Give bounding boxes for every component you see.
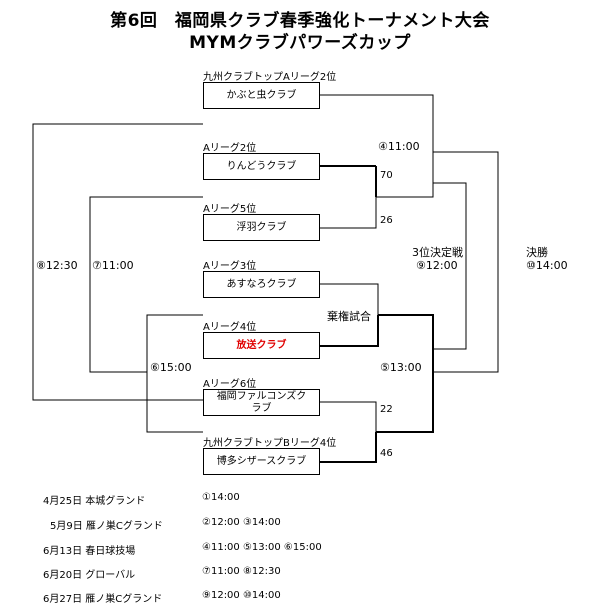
bracket-line-ukiha (320, 197, 377, 229)
bracket-line-falcons (320, 401, 377, 432)
team-box-falcons: 福岡ファルコンズクラブ (203, 389, 320, 416)
team-box-rindou: りんどうクラブ (203, 153, 320, 180)
schedule-times: ⑦11:00 ⑧12:30 (202, 566, 281, 577)
team-name: かぶと虫クラブ (226, 89, 297, 101)
team-name: あすなろクラブ (226, 278, 297, 290)
score-hakata: 46 (380, 448, 393, 459)
match-label-7: ⑦11:00 (92, 259, 134, 272)
bracket-line-match4 (376, 152, 434, 198)
team-name: 浮羽クラブ (236, 221, 287, 233)
bracket-line-final-upper (433, 151, 499, 293)
team-box-ukiha: 浮羽クラブ (203, 214, 320, 241)
schedule-date: 6月20日 グローバル (43, 570, 136, 581)
schedule-times: ⑨12:00 ⑩14:00 (202, 590, 281, 601)
tournament-title: 第6回 福岡県クラブ春季強化トーナメント大会 (110, 11, 490, 31)
team-box-housou: 放送クラブ (203, 332, 320, 359)
schedule-date: 6月27日 雁ノ巣Cグランド (43, 594, 163, 605)
bracket-line-match-housou-win (378, 314, 434, 372)
bracket-line-housou (320, 315, 379, 347)
bracket-line-third-lower (433, 293, 467, 350)
bracket-line-match7 (89, 196, 203, 373)
bracket-line-third-upper (433, 182, 467, 293)
seed-label: Aリーグ3位 (203, 261, 257, 272)
schedule-times: ②12:00 ③14:00 (202, 517, 281, 528)
seed-label: Aリーグ4位 (203, 322, 257, 333)
seed-label: Aリーグ5位 (203, 204, 257, 215)
schedule-date: 4月25日 本城グランド (43, 496, 146, 507)
schedule-times: ①14:00 (202, 492, 240, 503)
team-name: 放送クラブ (236, 339, 287, 351)
bracket-line-hakata (320, 432, 377, 463)
score-falcons: 22 (380, 404, 393, 415)
score-ukiha: 26 (380, 215, 393, 226)
third-place-time: ⑨12:00 (416, 259, 458, 272)
match-label-6: ⑥15:00 (150, 361, 192, 374)
team-name: 福岡ファルコンズクラブ (216, 390, 307, 414)
bracket-line-match6 (146, 314, 203, 433)
seed-label: 九州クラブトップAリーグ2位 (203, 72, 337, 83)
team-box-hakata: 博多シザースクラブ (203, 448, 320, 475)
team-name: りんどうクラブ (226, 160, 297, 172)
match-label-5: ⑤13:00 (380, 361, 422, 374)
final-title: 決勝 (526, 246, 548, 259)
team-box-kabutomushi: かぶと虫クラブ (203, 82, 320, 109)
seed-label: 九州クラブトップBリーグ4位 (203, 438, 337, 449)
bracket-line-match5 (376, 372, 434, 433)
seed-label: Aリーグ2位 (203, 143, 257, 154)
score-rindou: 70 (380, 170, 393, 181)
schedule-date: 5月9日 雁ノ巣Cグランド (50, 521, 163, 532)
match-label-8: ⑧12:30 (36, 259, 78, 272)
bracket-line-final-lower (433, 293, 499, 373)
forfeit-label: 棄権試合 (327, 310, 371, 323)
final-time: ⑩14:00 (526, 259, 568, 272)
third-place-title: 3位決定戦 (412, 246, 463, 259)
bracket-line-asunaro (320, 283, 379, 315)
schedule-date: 6月13日 春日球技場 (43, 546, 136, 557)
tournament-subtitle: MYMクラブパワーズカップ (189, 33, 411, 53)
bracket-line-match8 (32, 123, 203, 401)
bracket-line-kabuto (320, 94, 434, 152)
seed-label: Aリーグ6位 (203, 379, 257, 390)
schedule-times: ④11:00 ⑤13:00 ⑥15:00 (202, 542, 322, 553)
team-box-asunaro: あすなろクラブ (203, 271, 320, 298)
match-label-4: ④11:00 (378, 140, 420, 153)
team-name: 博多シザースクラブ (216, 455, 307, 467)
